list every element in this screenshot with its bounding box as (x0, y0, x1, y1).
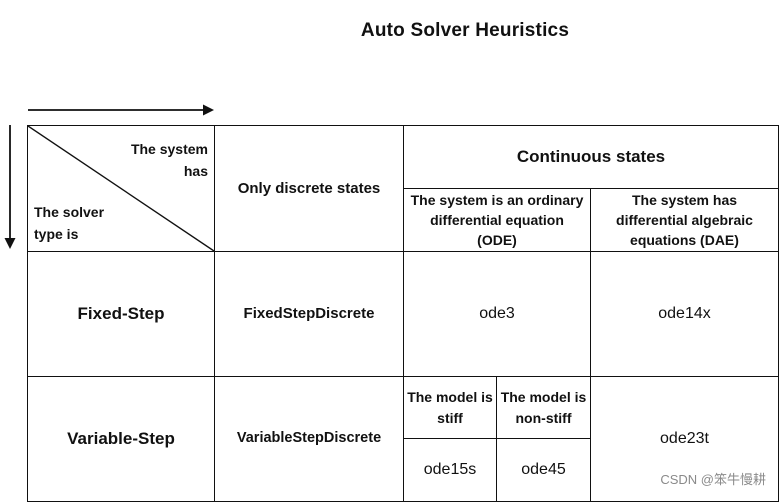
ode-label: The system is an ordinary differential e… (410, 191, 584, 249)
stiff-header: The model is stiff (404, 377, 497, 439)
variable-step-discrete-cell: VariableStepDiscrete (215, 377, 404, 502)
diagram-title: Auto Solver Heuristics (360, 20, 570, 41)
ode-header: The system is an ordinary differential e… (404, 189, 591, 252)
fixed-step-discrete-cell: FixedStepDiscrete (215, 252, 404, 377)
variable-step-dae-value: ode23t (660, 430, 709, 448)
fixed-step-label-cell: Fixed-Step (27, 252, 215, 377)
corner-cell: The system has The solver type is (27, 125, 215, 252)
right-arrow-icon (28, 104, 214, 116)
variable-step-discrete-value: VariableStepDiscrete (236, 430, 382, 447)
variable-step-label-cell: Variable-Step (27, 377, 215, 502)
continuous-header: Continuous states (404, 125, 779, 189)
solver-table: The system has The solver type is Only d… (27, 125, 779, 502)
watermark: CSDN @笨牛慢耕 (660, 472, 766, 487)
stiff-value: ode15s (423, 461, 477, 479)
nonstiff-value-cell: ode45 (497, 439, 591, 502)
corner-solver-text: The solver type is (34, 204, 105, 243)
fixed-step-discrete-value: FixedStepDiscrete (243, 305, 375, 323)
variable-step-label: Variable-Step (67, 428, 175, 448)
dae-label: The system has differential algebraic eq… (616, 191, 753, 249)
corner-system-text: The system has (130, 141, 208, 180)
continuous-label: Continuous states (516, 146, 666, 166)
down-arrow-icon (4, 125, 16, 249)
stiff-value-cell: ode15s (404, 439, 497, 502)
corner-system-label: The system has (131, 138, 208, 183)
nonstiff-header: The model is non-stiff (497, 377, 591, 439)
nonstiff-label: The model is non-stiff (500, 389, 587, 426)
diagonal-line (28, 126, 214, 251)
nonstiff-value: ode45 (521, 461, 566, 479)
only-discrete-header: Only discrete states (215, 125, 404, 252)
fixed-step-label: Fixed-Step (77, 303, 165, 323)
only-discrete-label: Only discrete states (237, 179, 381, 197)
fixed-step-dae-value: ode14x (658, 305, 711, 323)
fixed-step-ode-cell: ode3 (404, 252, 591, 377)
fixed-step-dae-cell: ode14x (591, 252, 779, 377)
fixed-step-ode-value: ode3 (479, 305, 515, 323)
dae-header: The system has differential algebraic eq… (591, 189, 779, 252)
corner-solver-label: The solver type is (34, 201, 104, 246)
stiff-label: The model is stiff (407, 389, 493, 426)
